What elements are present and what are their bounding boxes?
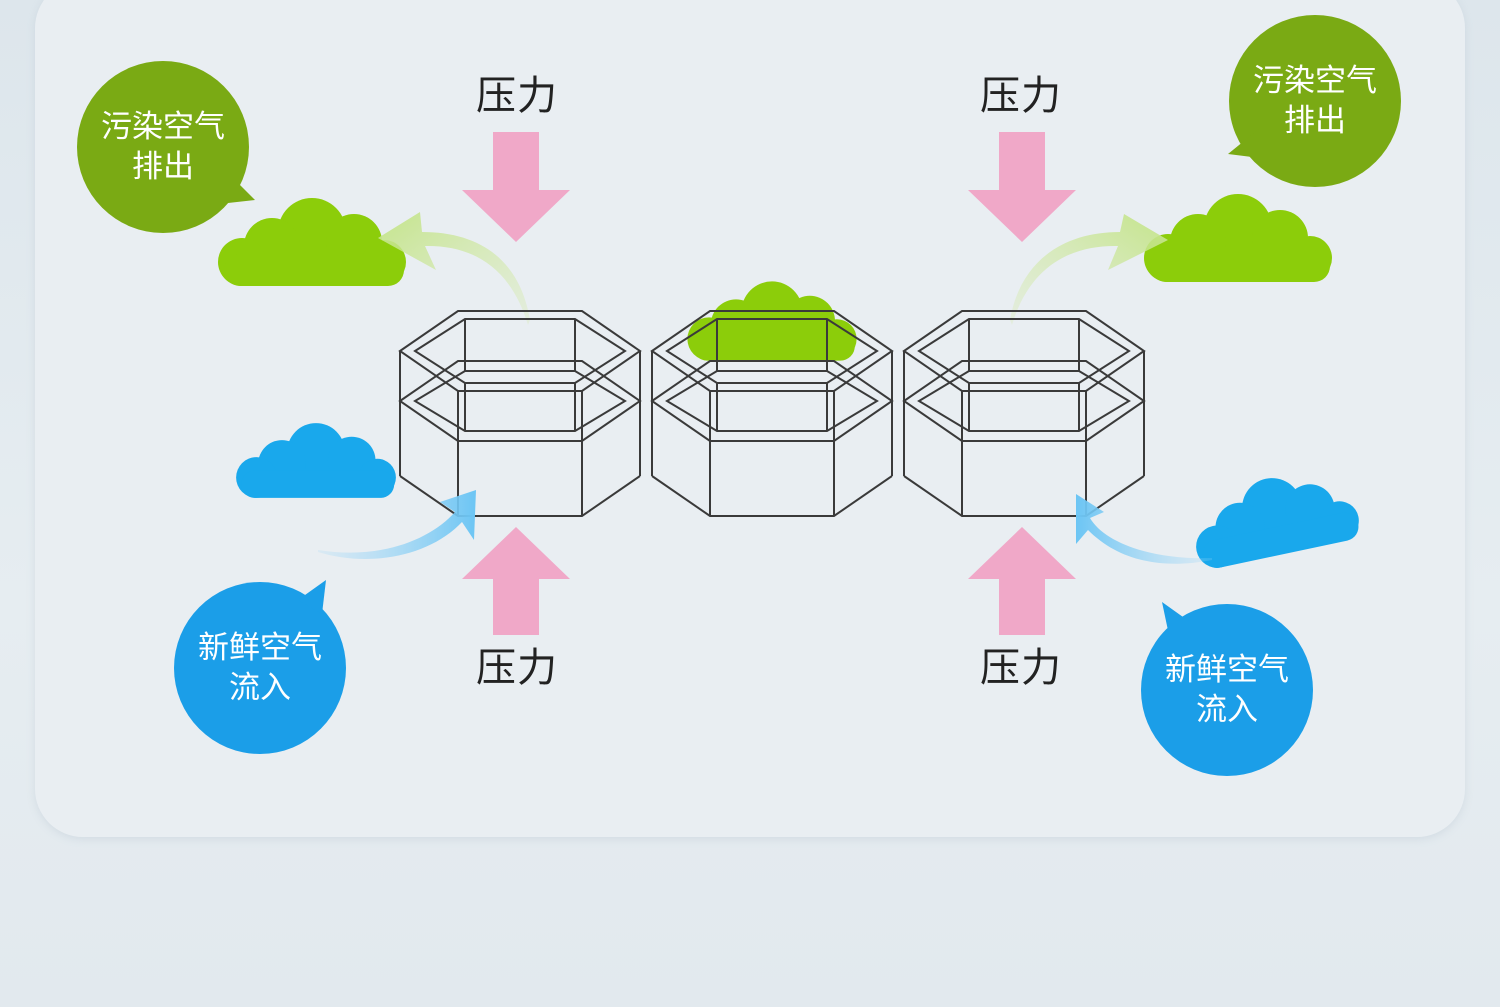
polluted-bubble-right-text: 污染空气 排出 (1245, 61, 1385, 142)
pressure-label-bottom-right: 压力 (980, 645, 1062, 691)
fresh-air-arrow-left (318, 490, 476, 560)
polluted-bubble-left-tail (210, 170, 255, 205)
polluted-bubble-left-line2: 排出 (132, 149, 194, 186)
fresh-bubble-left-line2: 流入 (229, 670, 291, 707)
fresh-bubble-right (1141, 604, 1313, 776)
fresh-bubble-right-text: 新鲜空气 流入 (1155, 650, 1299, 731)
pressure-arrow-up-left (462, 527, 570, 635)
pressure-arrow-down-left (462, 132, 570, 242)
fresh-bubble-right-line1: 新鲜空气 (1165, 652, 1289, 688)
green-cloud-right (1144, 194, 1332, 282)
fresh-bubble-right-tail (1162, 602, 1190, 640)
polluted-bubble-right (1229, 15, 1401, 187)
polluted-bubble-right-line1: 污染空气 (1253, 63, 1377, 99)
fresh-bubble-left-tail (298, 580, 326, 614)
polluted-bubble-left-text: 污染空气 排出 (93, 107, 233, 188)
fresh-bubble-left (174, 582, 346, 754)
fresh-bubble-left-text: 新鲜空气 流入 (188, 628, 332, 709)
pressure-arrow-up-right (968, 527, 1076, 635)
pressure-label-top-left: 压力 (476, 73, 558, 119)
fresh-bubble-left-line1: 新鲜空气 (198, 630, 322, 666)
polluted-bubble-right-tail (1228, 128, 1276, 160)
polluted-air-arrow-right (1010, 214, 1168, 325)
polluted-air-arrow-left (378, 212, 530, 325)
fresh-bubble-right-line2: 流入 (1196, 692, 1258, 729)
blue-cloud-left (236, 423, 396, 498)
polluted-bubble-left (77, 61, 249, 233)
pressure-label-top-right: 压力 (980, 73, 1062, 119)
hex-cell-left (399, 310, 641, 517)
fresh-air-arrow-right (1076, 494, 1212, 564)
polluted-bubble-left-line1: 污染空气 (101, 109, 225, 145)
green-cloud-left (218, 198, 406, 286)
pressure-arrow-down-right (968, 132, 1076, 242)
hex-cell-right (903, 310, 1145, 517)
polluted-bubble-right-line2: 排出 (1284, 103, 1346, 140)
pressure-label-bottom-left: 压力 (476, 645, 558, 691)
blue-cloud-right (1184, 461, 1363, 572)
